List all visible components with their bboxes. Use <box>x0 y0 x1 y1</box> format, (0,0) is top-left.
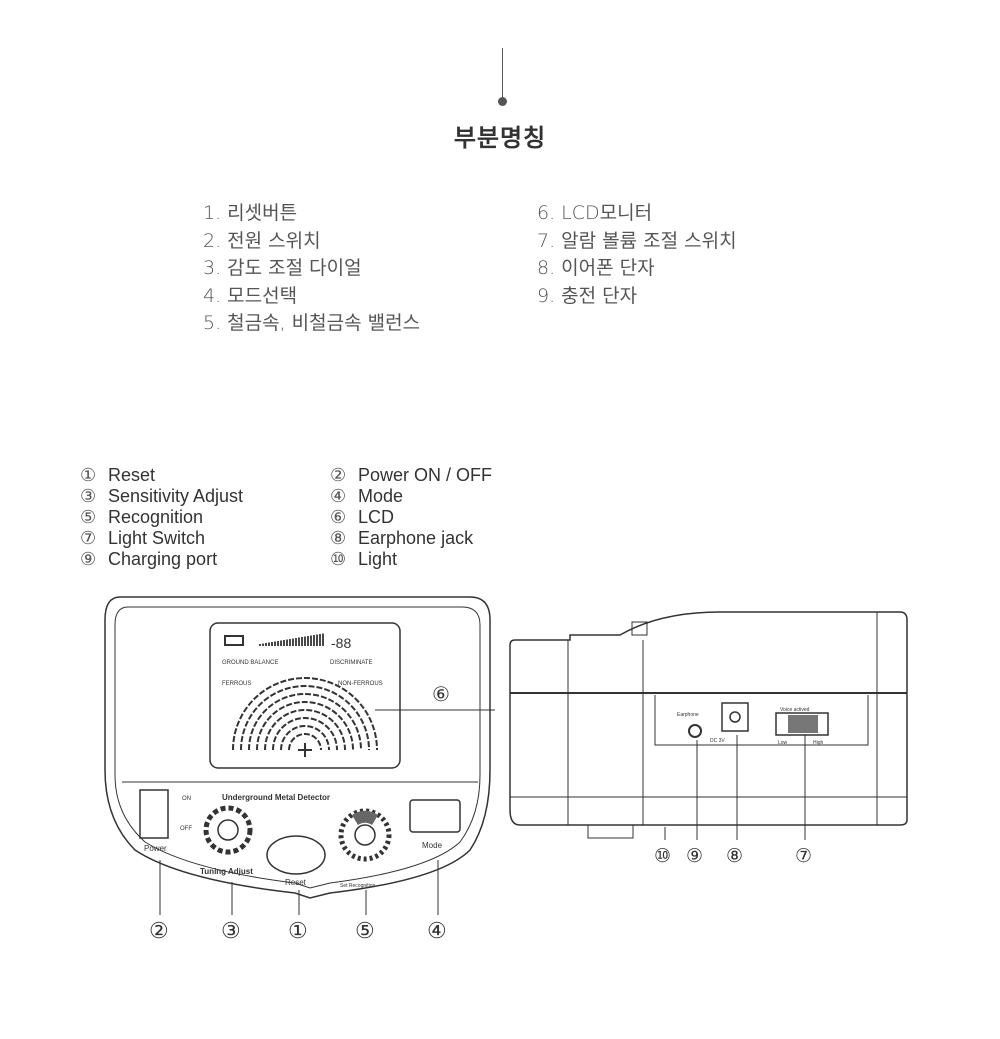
legend-label: Earphone jack <box>358 528 474 548</box>
legend-label: Charging port <box>108 549 218 569</box>
legend-label: LCD <box>358 507 395 527</box>
legend-num: ⑦ <box>80 528 97 548</box>
low-label: Low <box>778 740 788 746</box>
power-label: Power <box>144 844 167 853</box>
legend-row: ⑤ Recognition <box>80 507 243 528</box>
legend-row: ① Reset <box>80 465 243 486</box>
lcd-screen <box>209 622 401 769</box>
part-item: 6. LCD모니터 <box>537 202 653 224</box>
callout-7: ⑦ <box>795 846 812 867</box>
lcd-non-ferrous: NON-FERROUS <box>338 681 383 687</box>
brand-label: Underground Metal Detector <box>222 793 330 802</box>
on-label: ON <box>182 796 191 802</box>
english-legend-right: ② Power ON / OFF ④ Mode ⑥ LCD ⑧ Earphone jac… <box>330 465 492 570</box>
earphone-label: Earphone <box>677 712 699 718</box>
part-item: 7. 알람 볼륨 조절 스위치 <box>537 229 737 252</box>
korean-parts-list-right: 6. LCD모니터 7. 알람 볼륨 조절 스위치 8. 이어폰 단자 9. 충… <box>537 200 737 310</box>
part-item: 9. 충전 단자 <box>537 284 638 307</box>
callout-9: ⑨ <box>686 846 703 867</box>
lcd-arc <box>264 709 346 751</box>
legend-label: Mode <box>358 486 404 506</box>
callout-1: ① <box>288 918 308 943</box>
recognition-label: Set Recognition <box>340 883 376 889</box>
mode-label: Mode <box>422 841 443 850</box>
earphone-jack[interactable] <box>688 724 702 738</box>
lcd-ground-balance: GROUND BALANCE <box>222 660 278 666</box>
lcd-discriminate: DISCRIMINATE <box>330 660 373 666</box>
reset-button[interactable] <box>266 835 326 875</box>
callout-5: ⑤ <box>355 918 375 943</box>
lcd-arc <box>256 701 354 751</box>
lcd-value: -88 <box>331 635 351 651</box>
part-item: 4. 모드선택 <box>203 284 298 307</box>
lcd-crosshair <box>298 743 312 757</box>
charging-port[interactable] <box>721 702 749 732</box>
side-panel-diagram: Earphone DC 3V Voice actived Low High ⑩ … <box>509 611 908 867</box>
callout-10: ⑩ <box>654 846 671 867</box>
voice-switch[interactable] <box>775 712 829 736</box>
legend-num: ⑥ <box>330 507 347 527</box>
part-item: 1. 리셋버튼 <box>203 202 298 224</box>
legend-row: ⑦ Light Switch <box>80 528 243 549</box>
part-item: 2. 전원 스위치 <box>203 229 321 252</box>
legend-label: Power ON / OFF <box>358 465 493 485</box>
lcd-arc-scale <box>232 677 378 751</box>
legend-num: ④ <box>330 486 347 506</box>
korean-parts-list-left: 1. 리셋버튼 2. 전원 스위치 3. 감도 조절 다이얼 4. 모드선택 5… <box>203 200 420 338</box>
legend-row: ⑥ LCD <box>330 507 492 528</box>
legend-label: Light <box>358 549 398 569</box>
legend-row: ④ Mode <box>330 486 492 507</box>
part-item: 3. 감도 조절 다이얼 <box>203 257 362 279</box>
lcd-arc <box>272 717 338 751</box>
legend-row: ③ Sensitivity Adjust <box>80 486 243 507</box>
lcd-ferrous: FERROUS <box>222 681 251 687</box>
off-label: OFF <box>180 826 192 832</box>
lcd-arc <box>248 693 362 751</box>
mode-button[interactable] <box>409 799 461 833</box>
callout-2: ② <box>149 918 169 943</box>
high-label: High <box>813 740 824 746</box>
power-switch[interactable] <box>139 789 169 839</box>
legend-row: ② Power ON / OFF <box>330 465 492 486</box>
callout-8: ⑧ <box>726 846 743 867</box>
part-item: 5. 철금속, 비철금속 밸런스 <box>203 312 421 334</box>
legend-row: ⑩ Light <box>330 549 492 570</box>
voice-label: Voice actived <box>780 707 810 713</box>
legend-num: ⑧ <box>330 528 347 548</box>
reset-label: Reset <box>285 878 307 887</box>
battery-icon <box>224 635 244 646</box>
title-divider-dot <box>498 97 507 106</box>
legend-label: Sensitivity Adjust <box>108 486 244 506</box>
callout-4: ④ <box>427 918 447 943</box>
legend-num: ⑩ <box>330 549 347 569</box>
front-panel-diagram: -88 GROUND BALANCE DISCRIMINATE FERROUS … <box>104 596 495 943</box>
callout-3: ③ <box>221 918 241 943</box>
legend-row: ⑨ Charging port <box>80 549 243 570</box>
legend-num: ⑨ <box>80 549 97 569</box>
lcd-arc <box>280 725 330 751</box>
legend-num: ③ <box>80 486 97 506</box>
legend-label: Light Switch <box>108 528 206 548</box>
legend-num: ⑤ <box>80 507 97 527</box>
lcd-arc <box>288 733 322 751</box>
callout-6: ⑥ <box>432 684 450 706</box>
part-item: 8. 이어폰 단자 <box>537 257 655 279</box>
legend-num: ② <box>330 465 347 485</box>
lcd-arc <box>240 685 370 751</box>
title-divider-line <box>502 48 503 100</box>
legend-num: ① <box>80 465 97 485</box>
legend-label: Reset <box>108 465 156 485</box>
dc-label: DC 3V <box>710 738 725 744</box>
recognition-dial[interactable] <box>338 808 392 862</box>
lcd-arc <box>232 677 378 751</box>
legend-label: Recognition <box>108 507 204 527</box>
legend-row: ⑧ Earphone jack <box>330 528 492 549</box>
tuning-dial[interactable] <box>203 805 253 855</box>
page-title: 부분명칭 <box>453 124 547 152</box>
tuning-label: Tuning Adjust <box>200 867 253 876</box>
